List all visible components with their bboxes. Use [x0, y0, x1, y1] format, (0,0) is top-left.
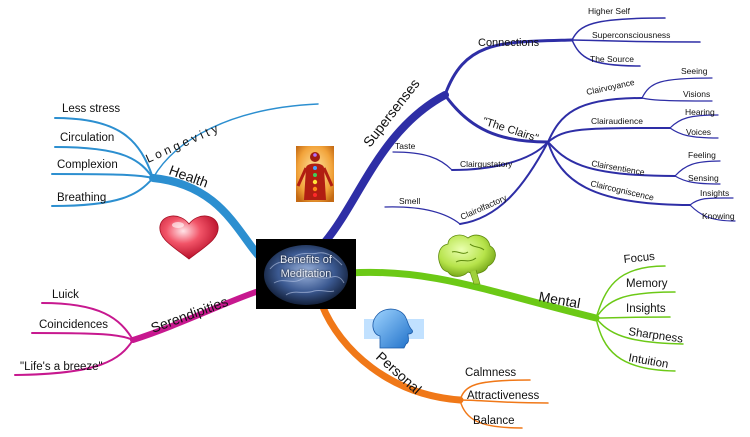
central-topic: Benefits of Meditation	[256, 239, 356, 309]
the-clairs-label: "The Clairs"	[481, 115, 540, 144]
balance-label: Balance	[473, 415, 515, 427]
personal-branch	[318, 301, 549, 429]
personal-labels: Personal Calmness Attractiveness Balance	[373, 348, 539, 427]
serendipities-label: Serendipities	[149, 293, 231, 336]
the-source-label: The Source	[590, 54, 634, 64]
heart-icon	[159, 215, 219, 260]
connections-label: Connections	[478, 37, 540, 49]
circulation-label: Circulation	[60, 132, 114, 144]
luick-label: Luick	[52, 289, 79, 301]
breathing-label: Breathing	[57, 192, 106, 204]
serendipities-trunk	[130, 287, 265, 343]
taste-label: Taste	[395, 141, 416, 151]
supersenses-trunk	[321, 91, 449, 246]
serendipities-labels: Serendipities Luick Coincidences "Life's…	[20, 289, 230, 373]
mental-trunk	[346, 268, 600, 322]
complexion-label: Complexion	[57, 159, 118, 171]
head-icon	[364, 308, 424, 349]
focus-label: Focus	[623, 251, 656, 266]
chakra-figure-icon	[296, 146, 334, 202]
voices-label: Voices	[686, 127, 711, 137]
feeling-label: Feeling	[688, 150, 716, 160]
higher-self-label: Higher Self	[588, 6, 631, 16]
visions-label: Visions	[683, 89, 710, 99]
memory-label: Memory	[626, 278, 668, 290]
central-topic-title: Benefits of Meditation	[280, 254, 332, 280]
sensing-label: Sensing	[688, 173, 719, 183]
knowing-label: Knowing	[702, 211, 735, 221]
clairgustatory-label: Clairgustatory	[460, 159, 513, 169]
brain-icon	[438, 234, 496, 285]
clairaudience-label: Clairaudience	[591, 116, 643, 126]
clairsentience-label: Clairsentience	[591, 158, 646, 177]
mental-branch	[346, 265, 684, 372]
mental-label: Mental	[537, 288, 581, 311]
longevity-label: L o n g e v i t y	[144, 121, 221, 165]
health-branch	[51, 103, 319, 266]
calmness-label: Calmness	[465, 367, 516, 379]
personal-trunk	[318, 301, 464, 404]
coincidences-label: Coincidences	[39, 319, 108, 331]
insights-mental-label: Insights	[626, 303, 666, 315]
seeing-label: Seeing	[681, 66, 708, 76]
lifes-a-breeze-label: "Life's a breeze"	[20, 361, 103, 373]
serendipities-branch	[14, 287, 265, 376]
hearing-label: Hearing	[685, 107, 715, 117]
supersenses-branch	[321, 17, 736, 246]
superconsciousness-label: Superconsciousness	[592, 30, 670, 40]
insights-super-label: Insights	[700, 188, 729, 198]
smell-label: Smell	[399, 196, 420, 206]
brain-image	[264, 245, 348, 305]
less-stress-label: Less stress	[62, 103, 120, 115]
mental-labels: Mental Focus Memory Insights Sharpness I…	[537, 251, 683, 371]
clairvoyance-label: Clairvoyance	[585, 77, 635, 97]
attractiveness-label: Attractiveness	[467, 390, 539, 402]
